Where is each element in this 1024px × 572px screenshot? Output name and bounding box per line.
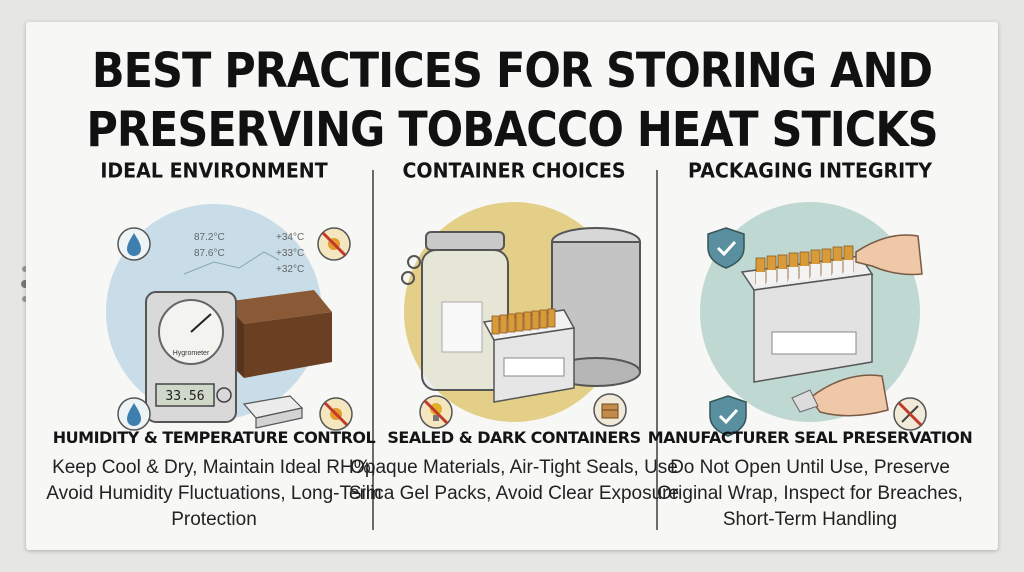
tobacco-pack (482, 308, 576, 403)
column-divider (372, 170, 374, 530)
shield-check-icon (709, 395, 747, 437)
carousel-dot[interactable] (22, 266, 28, 272)
infographic-card: BEST PRACTICES FOR STORING AND PRESERVIN… (26, 22, 998, 550)
box-icon (593, 393, 627, 427)
section-description: Opaque Materials, Air-Tight Seals, Use S… (348, 457, 680, 504)
reading: +33°C (276, 248, 304, 259)
hygrometer-display: 33.56 (165, 389, 204, 404)
water-drop-icon (117, 397, 151, 431)
container-choices-illustration (401, 202, 641, 429)
water-drop-icon (117, 227, 151, 261)
humidor-box (224, 290, 332, 378)
glass-jar (401, 231, 509, 391)
carousel-dot[interactable] (22, 296, 28, 302)
section-subheading: HUMIDITY & TEMPERATURE CONTROL (52, 428, 376, 447)
reading: 87.6°C (194, 248, 225, 259)
tobacco-pack (740, 245, 874, 383)
tobacco-pack (242, 395, 304, 429)
hand-top (855, 234, 923, 276)
section-heading: PACKAGING INTEGRITY (688, 159, 932, 183)
section-ideal-environment: IDEAL ENVIRONMENT 87.2°C 87.6°C +34°C +3… (46, 159, 381, 550)
reading: 87.2°C (194, 232, 225, 243)
ideal-environment-illustration: 87.2°C 87.6°C +34°C +33°C +32°C Hygromet… (106, 204, 353, 431)
carousel-dot[interactable] (21, 280, 29, 288)
left-carousel-dots[interactable] (20, 266, 30, 310)
no-light-icon (419, 395, 453, 429)
page-title: BEST PRACTICES FOR STORING AND PRESERVIN… (26, 42, 998, 161)
packaging-integrity-illustration (700, 202, 927, 437)
section-subheading: MANUFACTURER SEAL PRESERVATION (647, 428, 973, 447)
section-packaging-integrity: PACKAGING INTEGRITY (648, 159, 973, 550)
section-description: Keep Cool & Dry, Maintain Ideal RH%, Avo… (46, 457, 382, 530)
title-line-1: BEST PRACTICES FOR STORING AND (91, 43, 933, 100)
section-container-choices: CONTAINER CHOICES (349, 159, 679, 550)
no-sun-icon (319, 397, 353, 431)
section-description: Do Not Open Until Use, Preserve Original… (657, 457, 963, 530)
hand-bottom (791, 374, 889, 417)
section-heading: IDEAL ENVIRONMENT (100, 159, 328, 183)
section-subheading: SEALED & DARK CONTAINERS (387, 428, 641, 447)
shield-check-icon (707, 227, 745, 269)
hygrometer: Hygrometer 33.56 (145, 291, 237, 423)
no-sun-icon (317, 227, 351, 261)
no-scissors-icon (893, 397, 927, 431)
reading: +34°C (276, 232, 304, 243)
section-heading: CONTAINER CHOICES (402, 159, 626, 183)
title-line-2: PRESERVING TOBACCO HEAT STICKS (86, 102, 938, 159)
hygrometer-label: Hygrometer (173, 350, 210, 357)
column-divider (656, 170, 658, 530)
reading: +32°C (276, 264, 304, 275)
